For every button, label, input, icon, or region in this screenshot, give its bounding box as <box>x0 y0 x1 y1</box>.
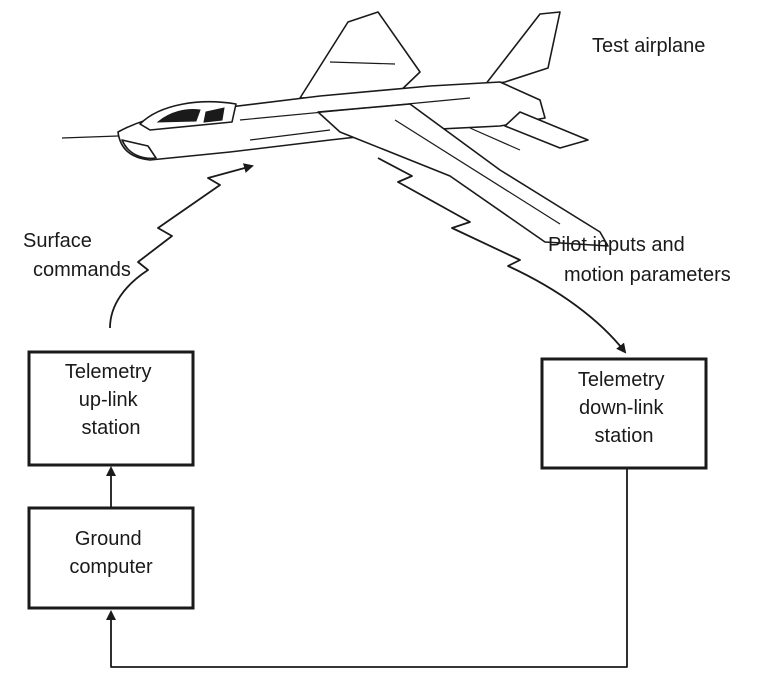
uplink-station-label: Telemetry up-link station <box>65 361 157 439</box>
ground-computer-label: Ground computer <box>69 528 153 578</box>
downlink-station-label: Telemetry down-link station <box>578 369 670 447</box>
downlink-signal-path <box>377 157 627 354</box>
nose-probe <box>61 135 119 139</box>
left-wing <box>299 11 421 99</box>
right-wing <box>317 103 609 247</box>
test-airplane-label: Test airplane <box>592 35 705 57</box>
test-airplane-drawing <box>61 11 609 247</box>
uplink-station-box <box>27 350 195 467</box>
surface-commands-label: Surface commands <box>23 230 131 281</box>
downlink-to-computer-arrow <box>106 468 628 668</box>
uplink-signal-path <box>109 163 254 329</box>
intake <box>121 139 157 160</box>
vertical-tail <box>484 11 561 86</box>
horizontal-stabilizer <box>504 111 589 149</box>
downlink-station-box <box>540 357 708 470</box>
pilot-inputs-label: Pilot inputs and motion parameters <box>548 234 731 286</box>
ground-computer-box <box>27 506 195 610</box>
